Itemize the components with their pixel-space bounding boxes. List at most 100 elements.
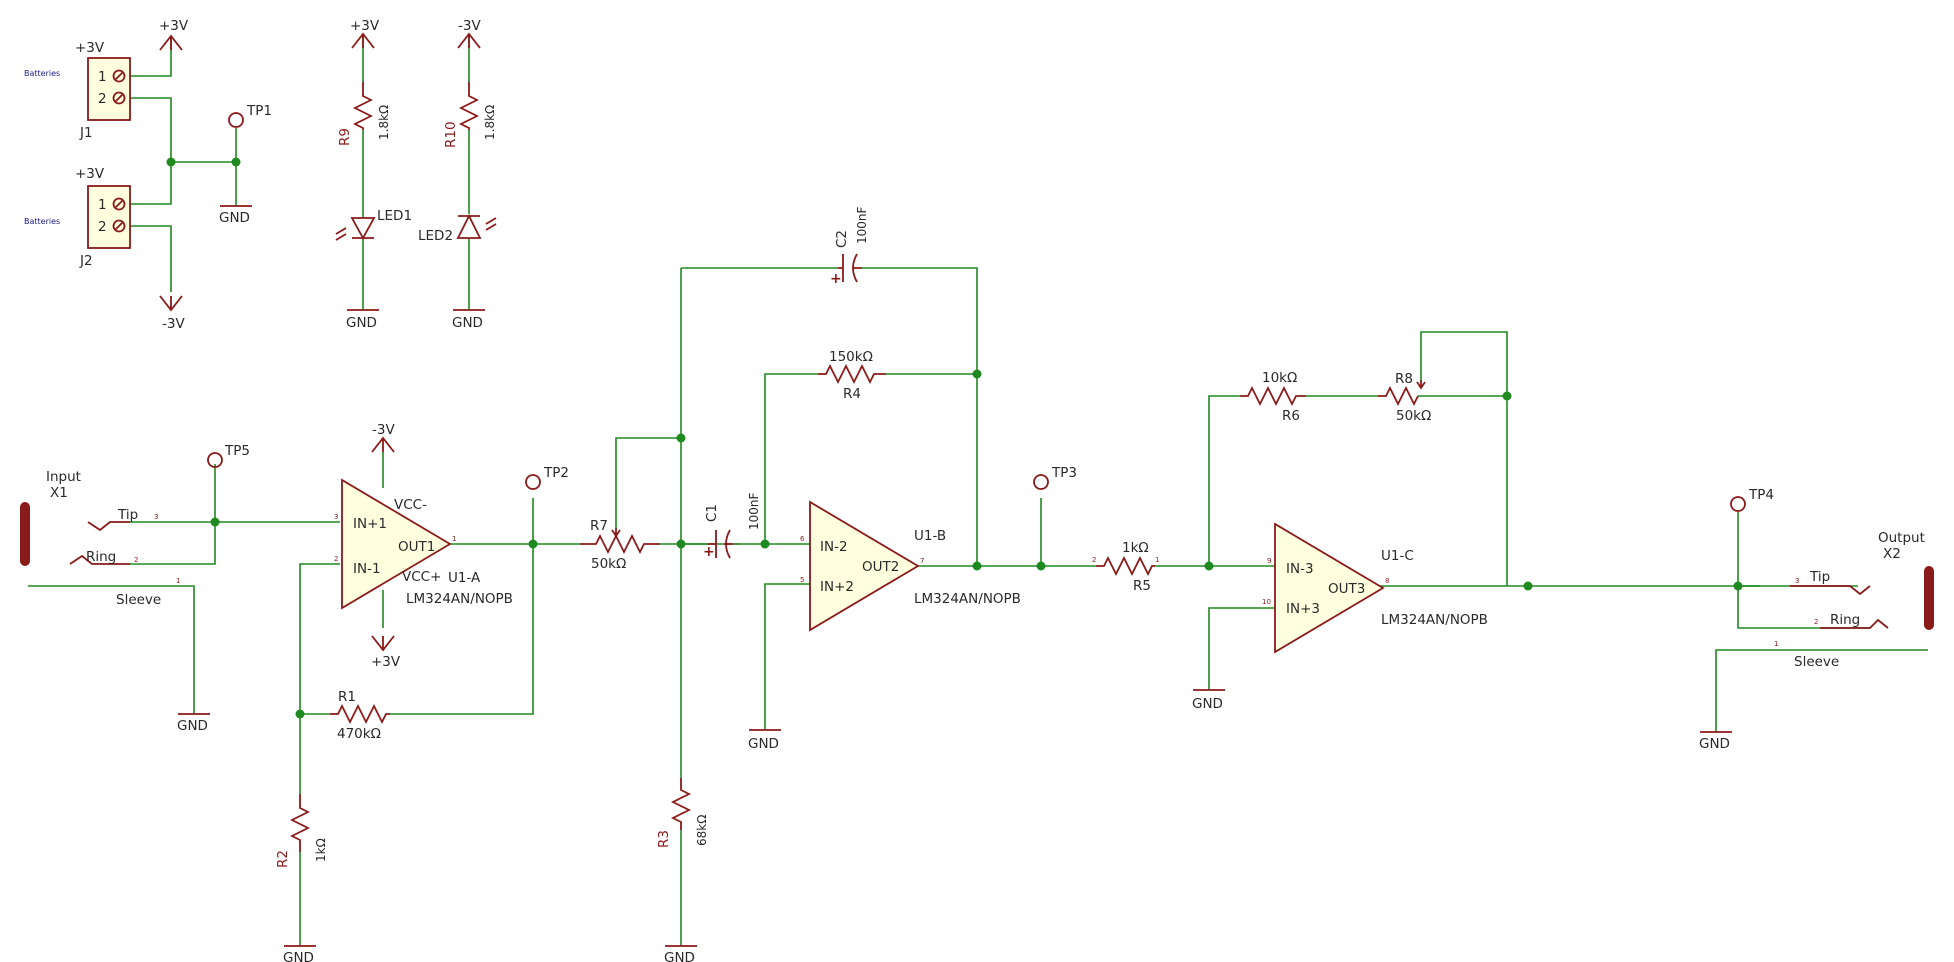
junction <box>1502 391 1512 401</box>
svg-text:IN+1: IN+1 <box>353 516 387 532</box>
r9-ref: R9 <box>337 128 353 146</box>
r10-value: 1.8kΩ <box>483 105 497 140</box>
resistor-r6[interactable]: 10kΩ R6 <box>1240 370 1306 424</box>
svg-text:3: 3 <box>1795 577 1799 585</box>
u1a-ref: U1-A <box>448 570 481 586</box>
capacitor-c1[interactable]: + C1 100nF <box>703 492 761 560</box>
svg-text:GND: GND <box>219 210 250 226</box>
x2-ref: X2 <box>1883 546 1901 562</box>
power-label: +3V <box>159 18 189 34</box>
opamp-u1b[interactable]: IN-2 IN+2 OUT2 U1-B LM324AN/NOPB 6 5 7 <box>800 500 1021 632</box>
potentiometer-r8[interactable]: R8 50kΩ <box>1378 371 1431 424</box>
opamp-u1c[interactable]: IN-3 IN+3 OUT3 U1-C LM324AN/NOPB 9 10 8 <box>1262 522 1488 654</box>
input-jack-x1[interactable]: Input X1 Tip Ring Sleeve 3 2 1 <box>20 469 180 608</box>
junctions <box>166 157 1743 719</box>
u1c-part: LM324AN/NOPB <box>1381 612 1488 628</box>
batteries-label: Batteries <box>24 217 60 226</box>
opamp-u1a[interactable]: IN+1 IN-1 OUT1 VCC- VCC+ U1-A LM324AN/NO… <box>334 478 513 610</box>
resistor-r3[interactable]: R3 68kΩ <box>656 778 709 848</box>
led-led2[interactable]: LED2 <box>418 213 497 244</box>
svg-text:10: 10 <box>1262 598 1271 606</box>
wires <box>28 36 1928 946</box>
r5-value: 1kΩ <box>1122 540 1149 556</box>
resistor-r1[interactable]: R1 470kΩ <box>330 689 390 742</box>
u1c-ref: U1-C <box>1381 548 1414 564</box>
r2-value: 1kΩ <box>314 838 328 862</box>
pin-label: 1 <box>98 197 107 213</box>
svg-text:GND: GND <box>664 950 695 962</box>
svg-text:6: 6 <box>800 535 805 543</box>
gnd-symbol: GND <box>452 309 485 331</box>
resistor-r9[interactable]: R9 1.8kΩ <box>337 82 391 146</box>
connector-j2[interactable]: 1 2 J2 +3V Batteries <box>24 166 131 269</box>
svg-text:GND: GND <box>452 315 483 331</box>
r4-ref: R4 <box>843 386 861 402</box>
testpoint-tp2[interactable]: TP2 <box>525 465 569 490</box>
testpoint-tp3[interactable]: TP3 <box>1033 465 1077 490</box>
r3-ref: R3 <box>656 830 672 848</box>
svg-text:3: 3 <box>334 513 338 521</box>
junction <box>210 517 220 527</box>
r3-value: 68kΩ <box>695 815 709 846</box>
c1-ref: C1 <box>704 504 720 522</box>
svg-text:OUT2: OUT2 <box>862 559 899 575</box>
svg-text:GND: GND <box>1192 696 1223 712</box>
power-label: +3V <box>75 40 105 56</box>
resistor-r5[interactable]: 1kΩ R5 2 1 <box>1092 540 1159 594</box>
junction <box>676 433 686 443</box>
resistor-r10[interactable]: R10 1.8kΩ <box>443 82 497 148</box>
c2-value: 100nF <box>855 206 869 244</box>
led-led1[interactable]: LED1 <box>335 208 412 241</box>
gnd-symbol: GND <box>219 205 252 226</box>
svg-text:GND: GND <box>1699 736 1730 752</box>
testpoint-tp4[interactable]: TP4 <box>1730 487 1774 512</box>
c1-value: 100nF <box>747 492 761 530</box>
potentiometer-r7[interactable]: R7 50kΩ <box>580 518 660 572</box>
ring-label: Ring <box>86 549 116 565</box>
svg-text:GND: GND <box>748 736 779 752</box>
x1-ref: X1 <box>50 485 68 501</box>
power-p3v-u1a: +3V <box>371 635 401 670</box>
led1-ref: LED1 <box>377 208 412 224</box>
sleeve-label: Sleeve <box>116 592 161 608</box>
r7-ref: R7 <box>590 518 608 534</box>
svg-text:GND: GND <box>283 950 314 962</box>
svg-text:1: 1 <box>176 577 180 585</box>
r7-value: 50kΩ <box>591 556 626 572</box>
gnd-symbol: GND <box>177 713 210 734</box>
testpoint-tp5[interactable]: TP5 <box>207 443 250 468</box>
svg-text:1: 1 <box>1774 640 1778 648</box>
junction <box>295 709 305 719</box>
svg-text:VCC+: VCC+ <box>402 569 441 585</box>
output-jack-x2[interactable]: Output X2 Tip Ring Sleeve 3 2 1 <box>1774 530 1934 670</box>
svg-text:2: 2 <box>1092 556 1096 564</box>
capacitor-c2[interactable]: + C2 100nF <box>830 206 869 287</box>
junction <box>972 561 982 571</box>
tip-label: Tip <box>1809 569 1830 585</box>
junction <box>760 539 770 549</box>
r4-value: 150kΩ <box>829 349 873 365</box>
gnd-symbol: GND <box>748 729 781 752</box>
svg-text:IN-3: IN-3 <box>1286 561 1314 577</box>
resistor-r2[interactable]: R2 1kΩ <box>275 794 328 868</box>
svg-text:8: 8 <box>1385 577 1389 585</box>
r2-ref: R2 <box>275 850 291 868</box>
j2-ref: J2 <box>79 253 93 269</box>
r6-ref: R6 <box>1282 408 1300 424</box>
svg-text:GND: GND <box>346 315 377 331</box>
u1a-part: LM324AN/NOPB <box>406 591 513 607</box>
svg-text:IN-1: IN-1 <box>353 561 381 577</box>
power-m3v-u1a: -3V <box>371 422 395 453</box>
testpoint-tp1[interactable]: TP1 <box>228 103 272 128</box>
pin-label: 2 <box>98 91 107 107</box>
resistor-r4[interactable]: 150kΩ R4 <box>818 349 886 402</box>
pin-label: 1 <box>98 69 107 85</box>
connector-j1[interactable]: 1 2 J1 +3V Batteries <box>24 40 131 141</box>
u1b-ref: U1-B <box>914 528 946 544</box>
junction <box>231 157 241 167</box>
sleeve-label: Sleeve <box>1794 654 1839 670</box>
pin-label: 2 <box>98 219 107 235</box>
output-label: Output <box>1878 530 1925 546</box>
tp2-label: TP2 <box>543 465 569 481</box>
